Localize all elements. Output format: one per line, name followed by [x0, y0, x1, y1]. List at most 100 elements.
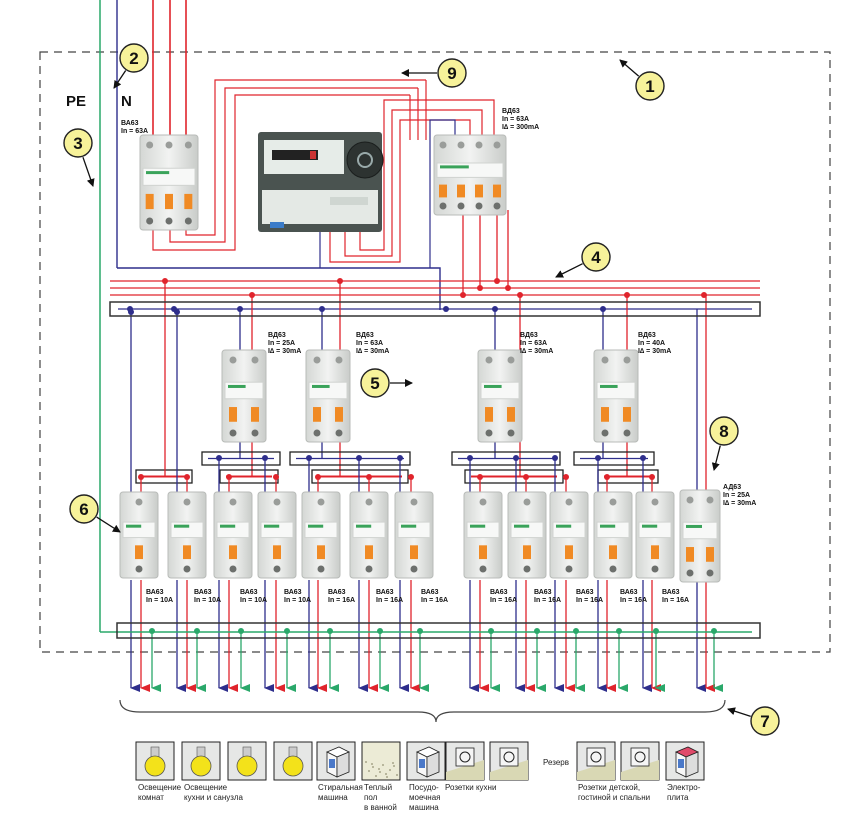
terminal-screw	[184, 217, 192, 225]
neutral-distribution-bar-1	[201, 451, 281, 466]
toggle-handle	[313, 407, 321, 422]
brand-stripe	[600, 384, 618, 388]
branch-breaker-2-rating: In = 10A	[194, 597, 221, 604]
caption-washing-1: Стиральная	[318, 783, 363, 792]
branch-breaker-5-model: ВА63	[328, 589, 346, 596]
phase-junction	[477, 474, 483, 480]
phase-junction	[315, 474, 321, 480]
toggle-handle	[317, 545, 325, 560]
load-captions: Освещение комнат Освещение кухни и сануз…	[138, 758, 701, 812]
caption-floor-3: в ванной	[364, 803, 397, 812]
toggle-handle	[365, 545, 373, 560]
callout-5: 5	[360, 368, 413, 398]
wiring-layer	[99, 0, 760, 692]
front-label	[638, 521, 672, 539]
floor-speck	[372, 766, 374, 768]
main-breaker-rating: In = 63A	[121, 128, 148, 135]
branch-breaker-1-rating: In = 10A	[146, 597, 173, 604]
pe-junction	[417, 628, 423, 634]
toggle-handle	[145, 193, 154, 210]
front-label	[224, 381, 264, 400]
socket-icon	[489, 741, 529, 781]
terminal-screw	[317, 498, 325, 506]
caption-room-sockets-2: гостиной и спальни	[578, 793, 650, 802]
neutral-junction	[552, 455, 558, 461]
branch-breaker-2-model: ВА63	[194, 589, 212, 596]
terminal-screw	[651, 565, 659, 573]
front-label	[260, 521, 294, 539]
meter-out-phase-2	[344, 109, 483, 257]
front-label	[216, 521, 250, 539]
branch-breaker-7-model: ВА63	[421, 589, 439, 596]
bulb-icon	[273, 741, 313, 781]
brand-stripe	[470, 524, 486, 528]
neutral-label: N	[121, 93, 132, 110]
callout-8: 8	[709, 416, 739, 471]
floor-speck	[382, 764, 384, 766]
group-rcd-4	[593, 349, 639, 443]
caption-floor-2: пол	[364, 793, 378, 802]
neutral-junction	[640, 455, 646, 461]
floor-speck	[375, 775, 377, 777]
socket-plate	[455, 747, 475, 767]
branch-breaker-3	[213, 491, 253, 579]
toggle-handle	[273, 545, 281, 560]
rcd-4-model: ВД63	[638, 332, 656, 339]
neutral-junction	[467, 455, 473, 461]
main-rcd-vd63	[433, 134, 507, 216]
neutral-junction	[397, 455, 403, 461]
callout-number: 5	[370, 374, 379, 393]
caption-lighting-rooms-2: комнат	[138, 793, 164, 802]
branch-breaker-5-rating: In = 16A	[328, 597, 355, 604]
terminal-screw	[365, 565, 373, 573]
branch-breaker-1	[119, 491, 159, 579]
phase-junction	[604, 474, 610, 480]
terminal-screw	[313, 356, 321, 364]
branch-breaker-7-rating: In = 16A	[421, 597, 448, 604]
toggle-handle	[507, 407, 515, 422]
branch-breaker-12-model: ВА63	[662, 589, 680, 596]
callout-badge	[63, 128, 93, 158]
terminal-screw	[229, 565, 237, 573]
toggle-handle	[686, 547, 694, 562]
toggle-handle	[706, 547, 714, 562]
floor-speck	[396, 774, 398, 776]
floor-speck	[379, 771, 381, 773]
terminal-screw	[335, 429, 343, 437]
pe-junction	[238, 628, 244, 634]
branch-breaker-8	[463, 491, 503, 579]
brand-stripe	[126, 524, 142, 528]
branch-breaker-1-model: ВА63	[146, 589, 164, 596]
caption-dishwasher-2: моечная	[409, 793, 441, 802]
bulb-glass	[190, 755, 212, 777]
toggle-handle	[493, 184, 501, 198]
callout-arrow	[82, 156, 95, 187]
terminal-screw	[706, 496, 714, 504]
branch-breaker-8-model: ВА63	[490, 589, 508, 596]
terminal-screw	[165, 141, 173, 149]
meter-out-phase-3	[359, 99, 495, 251]
socket-hole	[459, 751, 471, 763]
caption-lighting-rooms-1: Освещение	[138, 783, 182, 792]
meter-phase-loop-2	[169, 87, 418, 243]
branch-breaker-9-rating: In = 16A	[534, 597, 561, 604]
branch-breaker-10-rating: In = 16A	[576, 597, 603, 604]
bulb-glass	[282, 755, 304, 777]
callout-badge	[581, 242, 611, 272]
phase-distribution-bar-4	[464, 469, 564, 484]
rcd-1-rating: In = 25A	[268, 340, 295, 347]
terminal-screw	[609, 498, 617, 506]
caption-kitchen-sockets: Розетки кухни	[445, 783, 496, 792]
callout-badge	[69, 494, 99, 524]
terminal-screw	[229, 356, 237, 364]
front-label	[304, 521, 338, 539]
toggle-handle	[165, 193, 173, 210]
caption-stove-1: Электро-	[667, 783, 701, 792]
bulb-icon	[227, 741, 267, 781]
callout-number: 2	[129, 49, 138, 68]
branch-breaker-11	[593, 491, 633, 579]
terminal-screw	[686, 569, 694, 577]
pe-junction	[194, 628, 200, 634]
socket-plate	[586, 747, 606, 767]
